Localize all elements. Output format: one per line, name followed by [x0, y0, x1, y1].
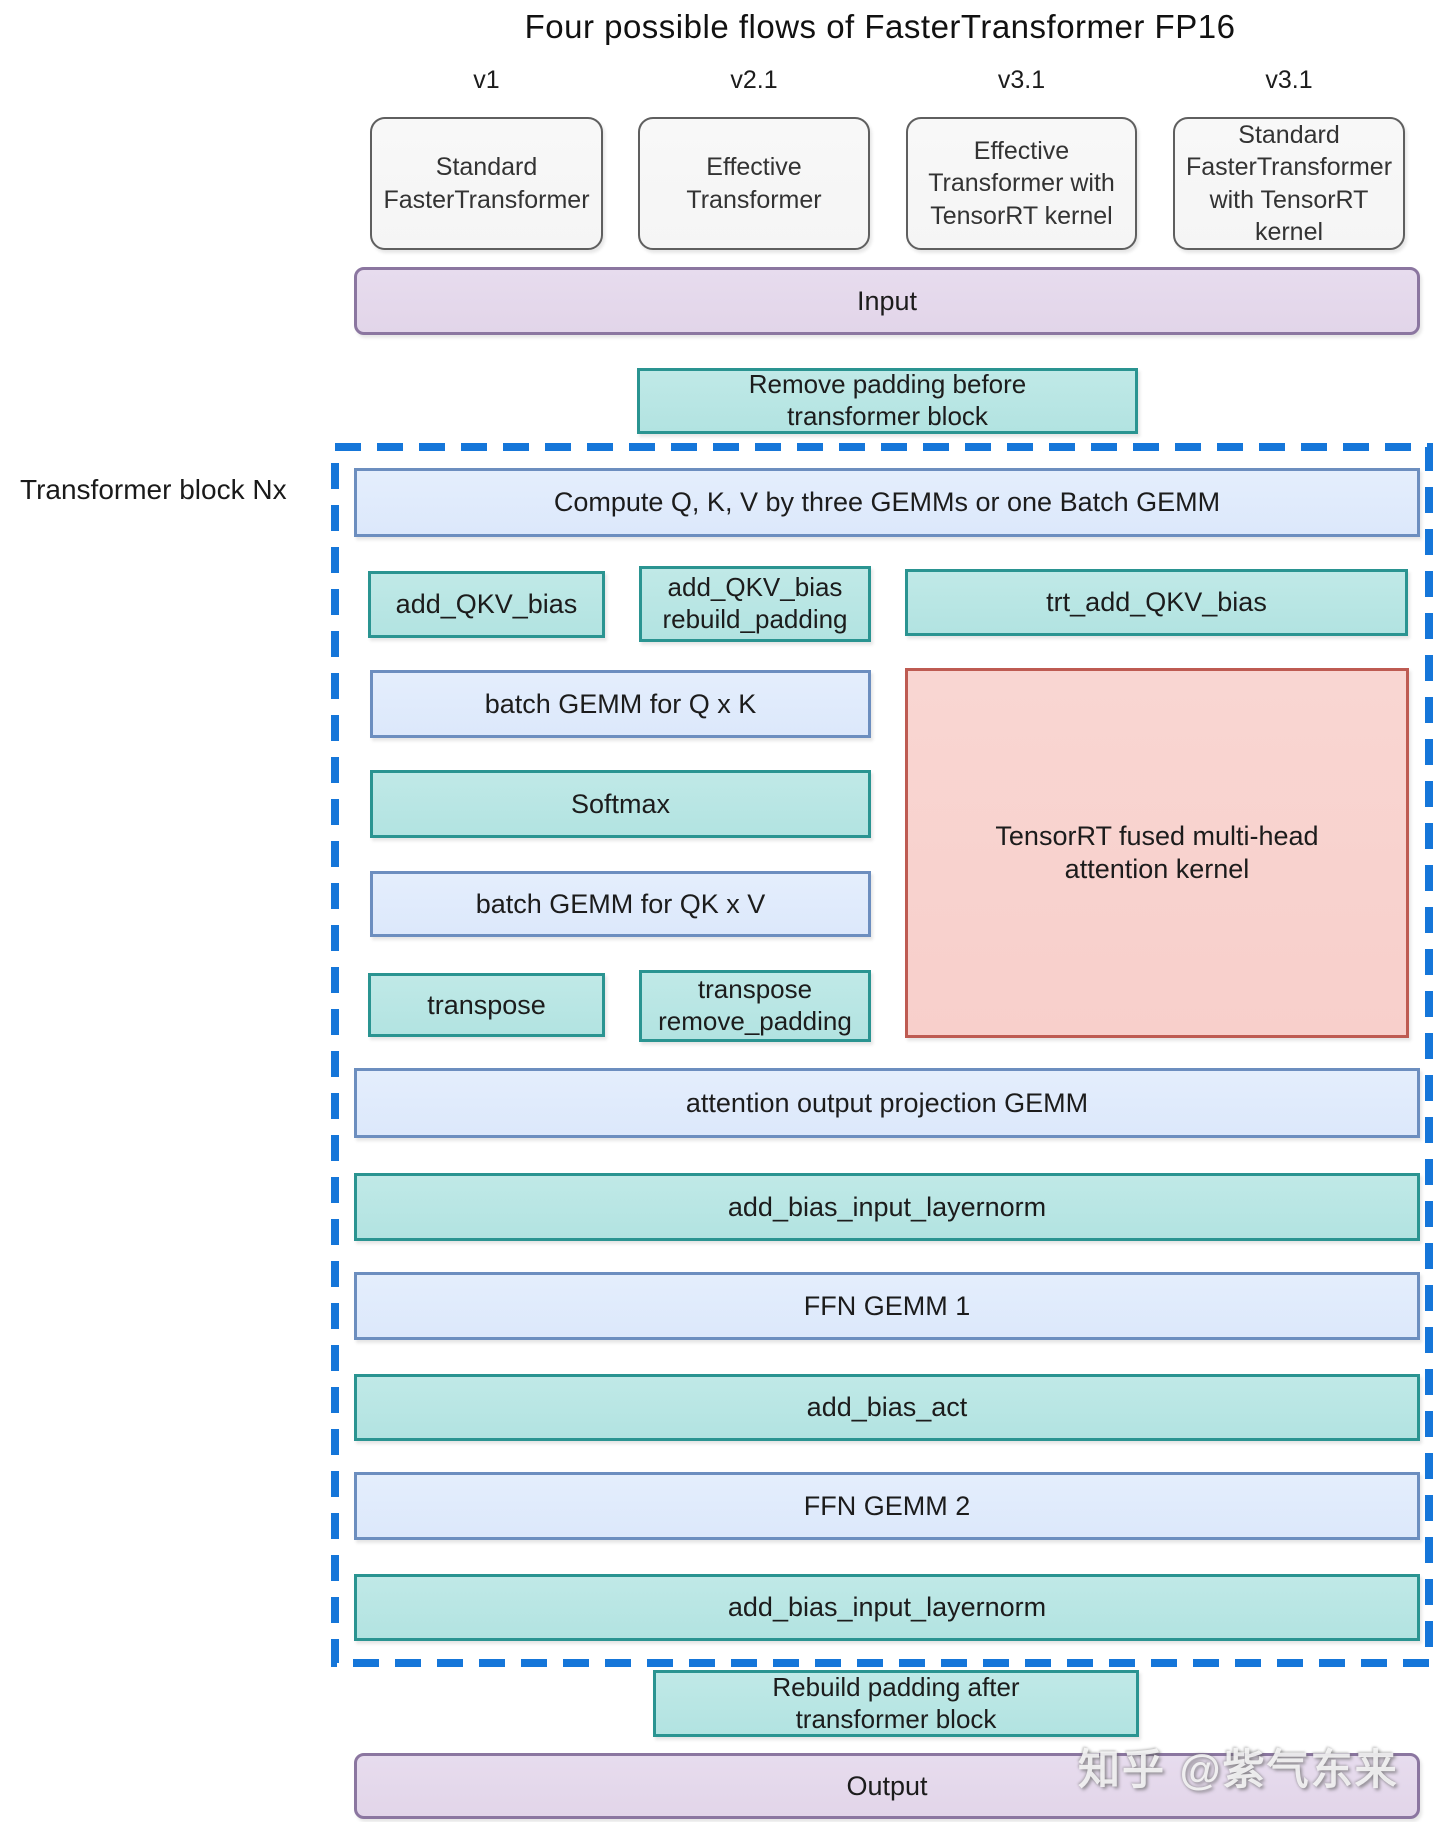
node-add-qkv-bias-rebuild-padding: add_QKV_bias rebuild_padding	[639, 566, 871, 642]
flow-box-effective-transformer: Effective Transformer	[638, 117, 870, 250]
node-add-bias-input-layernorm-2: add_bias_input_layernorm	[354, 1574, 1420, 1641]
node-add-qkv-bias: add_QKV_bias	[368, 571, 605, 638]
node-transpose: transpose	[368, 973, 605, 1037]
node-output: Output	[354, 1753, 1420, 1819]
node-ffn-gemm-2: FFN GEMM 2	[354, 1472, 1420, 1540]
node-input: Input	[354, 267, 1420, 335]
flow-version-v1: v1	[473, 66, 500, 94]
node-softmax: Softmax	[370, 770, 871, 838]
node-tensorrt-fused-mha-kernel: TensorRT fused multi-head attention kern…	[905, 668, 1409, 1038]
node-add-bias-act: add_bias_act	[354, 1374, 1420, 1441]
node-batch-gemm-qk-x-v: batch GEMM for QK x V	[370, 871, 871, 937]
node-ffn-gemm-1: FFN GEMM 1	[354, 1272, 1420, 1340]
flow-version-v3-1-a: v3.1	[997, 66, 1046, 94]
flow-box-standard-fastertransformer-tensorrt: Standard FasterTransformer with TensorRT…	[1173, 117, 1405, 250]
node-attention-output-projection-gemm: attention output projection GEMM	[354, 1068, 1420, 1138]
flow-box-effective-transformer-tensorrt: Effective Transformer with TensorRT kern…	[906, 117, 1137, 250]
flow-version-v3-1-b: v3.1	[1265, 66, 1313, 94]
node-add-bias-input-layernorm-1: add_bias_input_layernorm	[354, 1173, 1420, 1241]
node-remove-padding-before: Remove padding before transformer block	[637, 368, 1138, 434]
transformer-block-boundary	[331, 443, 1433, 1667]
node-trt-add-qkv-bias: trt_add_QKV_bias	[905, 569, 1408, 636]
node-compute-qkv-gemm: Compute Q, K, V by three GEMMs or one Ba…	[354, 468, 1420, 537]
node-rebuild-padding-after: Rebuild padding after transformer block	[653, 1670, 1139, 1737]
flow-version-v2-1: v2.1	[730, 66, 778, 94]
diagram-title: Four possible flows of FasterTransformer…	[524, 8, 1236, 45]
transformer-block-label: Transformer block Nx	[20, 474, 287, 505]
flow-box-standard-fastertransformer: Standard FasterTransformer	[370, 117, 603, 250]
node-batch-gemm-q-x-k: batch GEMM for Q x K	[370, 670, 871, 738]
node-transpose-remove-padding: transpose remove_padding	[639, 970, 871, 1042]
